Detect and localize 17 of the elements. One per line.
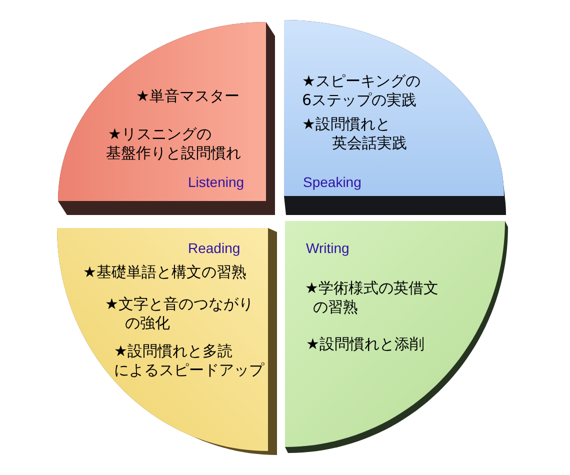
goal-text: ★設問慣れと添削 <box>306 335 426 354</box>
goal-text: ★学術様式の英借文の習熟 <box>305 279 440 317</box>
skill-label: Listening <box>188 174 244 190</box>
goal-text: ★リスニングの基盤作りと設問慣れ <box>106 125 242 163</box>
skill-label: Speaking <box>303 174 362 190</box>
goal-text: ★設問慣れと英会話実践 <box>302 115 408 153</box>
pie-slice <box>284 221 508 453</box>
goal-text: ★設問慣れと多読によるスピードアップ <box>114 342 266 380</box>
skill-label: Writing <box>306 240 350 256</box>
skill-label: Reading <box>188 240 240 256</box>
goal-text: ★基礎単語と構文の習熟 <box>83 263 248 282</box>
pie-slice <box>57 227 277 455</box>
pie-slice <box>58 22 275 215</box>
pie-slice <box>284 20 506 215</box>
goal-text: ★単音マスター <box>136 87 240 106</box>
goal-text: ★文字と音のつながりの強化 <box>105 295 254 333</box>
goal-text: ★スピーキングの6ステップの実践 <box>302 72 422 110</box>
